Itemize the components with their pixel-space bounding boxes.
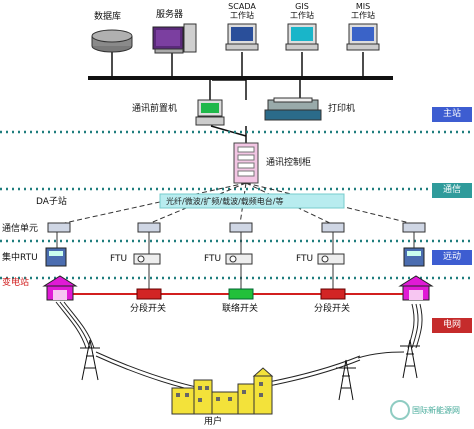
da-substation-label: DA子站: [36, 197, 67, 207]
seg-switch-right: [320, 288, 346, 300]
seg-switch-left: [136, 288, 162, 300]
scada-workstation-icon: [225, 23, 259, 51]
mis-label: MIS 工作站: [351, 2, 375, 20]
server-label: 服务器: [156, 10, 184, 20]
comm-front-machine-icon: [195, 99, 225, 126]
seg-switch-label-right: 分段开关: [314, 304, 351, 314]
lan-bus: [88, 76, 393, 80]
comm-unit-label: 通信单元: [2, 224, 39, 234]
database-icon: [91, 29, 133, 53]
tie-switch: [228, 288, 254, 300]
substation-right-icon: [398, 275, 434, 301]
ftu-label-2: FTU: [204, 254, 222, 264]
zone-master-tag: 主站: [432, 107, 472, 122]
zone-grid-tag: 电网: [432, 318, 472, 333]
tower-icons: [80, 339, 420, 401]
substation-left-icon: [42, 275, 78, 301]
tie-switch-label: 联络开关: [222, 304, 259, 314]
zone-separators: [0, 130, 474, 280]
substation-label: 变电站: [2, 278, 30, 288]
zone-terminal-tag: 远动: [432, 250, 472, 265]
comm-control-cabinet-icon: [233, 142, 259, 184]
comm-media-band: [159, 193, 345, 209]
comm-cabinet-label: 通讯控制柜: [266, 158, 312, 168]
rtu-label: 集中RTU: [2, 253, 38, 263]
watermark-text: 国际新能源网: [412, 406, 460, 415]
comm-front-label: 通讯前置机: [132, 104, 178, 114]
watermark-logo: [390, 400, 410, 420]
user-buildings-icon: [171, 367, 274, 415]
bus-drops: [111, 52, 364, 145]
comm-media-label: 光纤/微波/扩频/载波/载频电台/等: [166, 197, 284, 206]
database-label: 数据库: [94, 12, 122, 22]
gis-label: GIS 工作站: [290, 2, 314, 20]
scada-label: SCADA 工作站: [228, 2, 256, 20]
gis-workstation-icon: [285, 23, 319, 51]
zone-comm-tag: 通信: [432, 183, 472, 198]
mis-workstation-icon: [346, 23, 380, 51]
comm-unit-devices: [47, 222, 426, 233]
device-connectors: [56, 232, 415, 290]
seg-switch-label-left: 分段开关: [130, 304, 167, 314]
printer-label: 打印机: [328, 104, 356, 114]
printer-icon: [264, 97, 322, 121]
ftu-label-1: FTU: [110, 254, 128, 264]
user-label: 用户: [204, 417, 223, 427]
terminal-devices: [45, 247, 425, 267]
server-icon: [152, 23, 197, 54]
distribution-lines: [55, 301, 423, 395]
ftu-label-3: FTU: [296, 254, 314, 264]
